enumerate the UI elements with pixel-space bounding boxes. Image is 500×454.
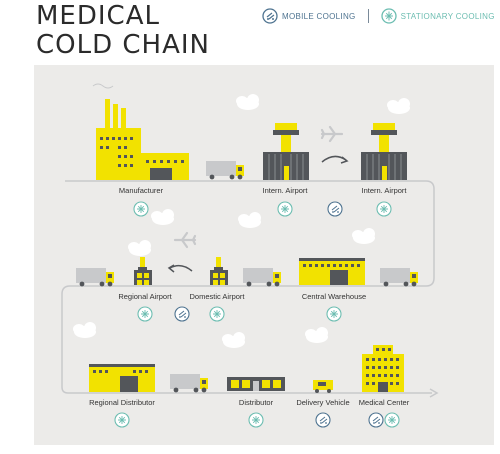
stationary-cooling-icon xyxy=(376,201,392,217)
central-warehouse-building xyxy=(299,258,365,285)
cloud-4 xyxy=(151,209,174,225)
cloud-1 xyxy=(236,94,259,110)
mobile-cooling-icon xyxy=(327,201,343,217)
title-line-1: MEDICAL xyxy=(36,1,160,31)
stationary-cooling-icon xyxy=(137,306,153,322)
cloud-6 xyxy=(128,240,151,256)
distributor-building xyxy=(227,377,285,391)
legend-item-stationary: STATIONARY COOLING xyxy=(380,8,495,24)
delivery-van-icon xyxy=(313,380,333,393)
stationary-cooling-icon xyxy=(277,201,293,217)
station-label-distributor: Distributor xyxy=(238,398,274,407)
cloud-8 xyxy=(222,332,245,348)
mobile-cooling-icon xyxy=(368,412,384,428)
airport-building xyxy=(262,122,310,181)
cloud-5 xyxy=(352,228,375,244)
legend-stationary-label: STATIONARY COOLING xyxy=(400,11,495,21)
cloud-2 xyxy=(387,98,410,114)
legend-divider xyxy=(367,9,369,23)
stationary-cooling-icon xyxy=(209,306,225,322)
stationary-cooling-icon xyxy=(384,412,400,428)
mobile-cooling-icon xyxy=(262,8,278,24)
station-label-central-warehouse: Central Warehouse xyxy=(301,292,367,301)
truck-icon xyxy=(243,268,281,287)
cloud-3 xyxy=(238,212,261,228)
domestic-airport-building xyxy=(210,257,228,285)
airport-building xyxy=(360,122,408,181)
page-title: MEDICAL COLD CHAIN xyxy=(36,2,210,60)
stationary-cooling-icon xyxy=(248,412,264,428)
station-label-manufacturer: Manufacturer xyxy=(118,186,164,195)
regional-airport-building xyxy=(134,257,152,285)
station-label-regional-airport: Regional Airport xyxy=(118,292,172,301)
legend: MOBILE COOLING STATIONARY COOLING xyxy=(262,6,495,26)
curved-arrow-icon xyxy=(340,156,349,164)
stationary-cooling-icon xyxy=(326,306,342,322)
title-line-2: COLD CHAIN xyxy=(36,30,210,60)
truck-icon xyxy=(380,268,418,287)
chain-arrowhead xyxy=(429,388,439,398)
stationary-cooling-icon xyxy=(114,412,130,428)
legend-item-mobile: MOBILE COOLING xyxy=(262,8,356,24)
legend-mobile-label: MOBILE COOLING xyxy=(282,11,356,21)
station-label-delivery-vehicle: Delivery Vehicle xyxy=(296,398,350,407)
medical-center-building xyxy=(362,345,404,392)
curved-arrow-icon xyxy=(169,264,193,272)
truck-icon xyxy=(76,268,114,287)
mobile-cooling-icon xyxy=(174,306,190,322)
regional-distributor-building xyxy=(89,364,155,392)
stationary-cooling-icon xyxy=(133,201,149,217)
stationary-cooling-icon xyxy=(380,8,397,24)
cloud-7 xyxy=(73,322,96,338)
manufacturer-building xyxy=(92,83,189,180)
curved-arrow-icon xyxy=(167,264,175,273)
mobile-cooling-icon xyxy=(315,412,331,428)
station-label-domestic-airport: Domestic Airport xyxy=(189,292,245,301)
airplane-icon xyxy=(320,125,344,143)
cloud-9 xyxy=(305,327,328,343)
station-label-regional-distributor: Regional Distributor xyxy=(89,398,155,407)
station-label-intern-airport: Intern. Airport xyxy=(262,186,308,195)
truck-icon xyxy=(170,374,208,393)
station-label-medical-center: Medical Center xyxy=(358,398,410,407)
truck-icon xyxy=(206,161,244,180)
station-label-intern-airport-2: Intern. Airport xyxy=(361,186,407,195)
airplane-icon xyxy=(173,231,197,249)
